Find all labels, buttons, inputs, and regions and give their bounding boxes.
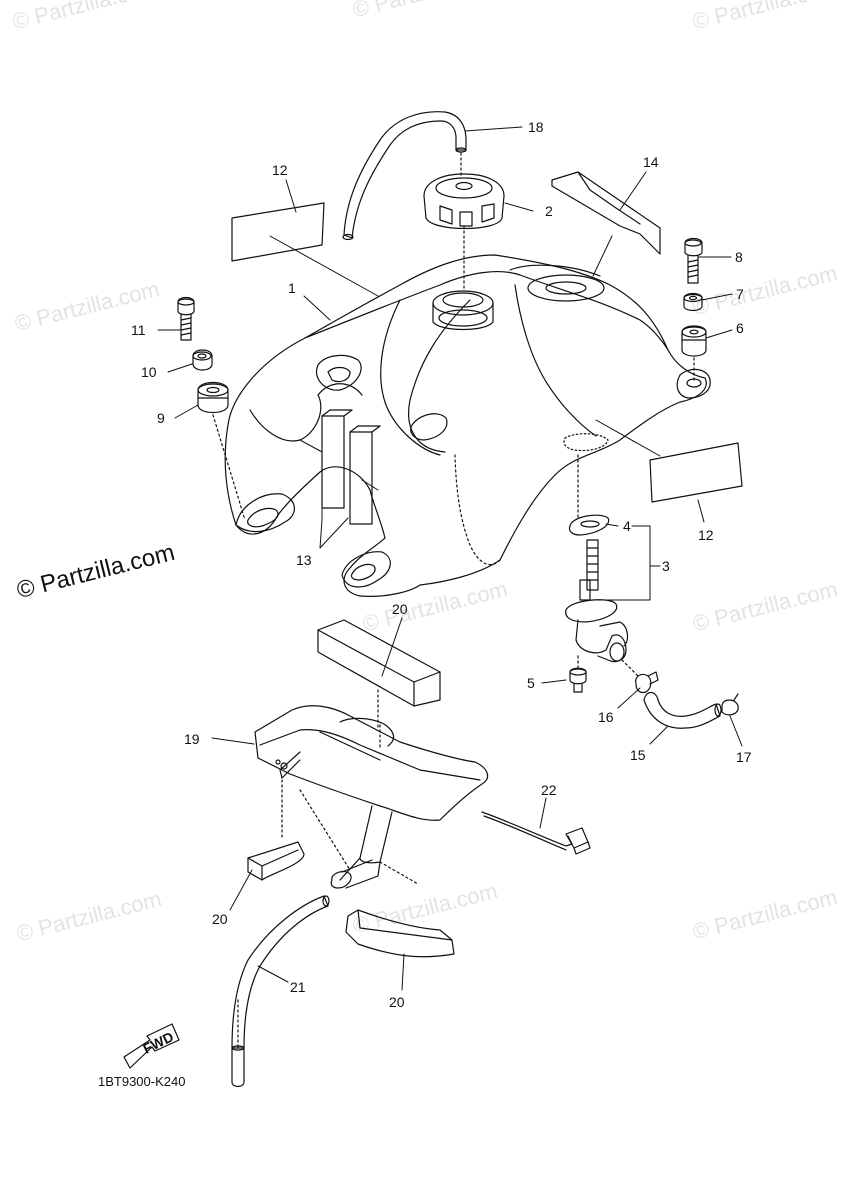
- warning-label-right: [649, 442, 743, 503]
- diagram-code: 1BT9300-K240: [98, 1074, 186, 1089]
- damper-20-left: [247, 841, 305, 881]
- tank-bracket: [254, 705, 489, 889]
- callout-12-right: 12: [698, 527, 714, 543]
- warning-label-left: [231, 202, 325, 262]
- damper-right: [681, 325, 707, 381]
- damper-left: [197, 381, 246, 521]
- tank-label-14: [551, 171, 661, 255]
- callout-16: 16: [598, 709, 614, 725]
- fuel-tank: [224, 254, 711, 597]
- callout-22: 22: [541, 782, 557, 798]
- callout-20-right: 20: [389, 994, 405, 1010]
- fuel-cock-assembly: [565, 454, 639, 693]
- callout-3: 3: [662, 558, 670, 574]
- callouts: 12 18 2 14 8 7 6 1 11 10 9 4 3 12 13 20 …: [131, 119, 752, 1010]
- callout-14: 14: [643, 154, 659, 170]
- callout-6: 6: [736, 320, 744, 336]
- filler-cap: [423, 173, 505, 291]
- hose-clip-16: [635, 671, 659, 694]
- callout-15: 15: [630, 747, 646, 763]
- fuel-hose: [643, 691, 722, 729]
- collar-left: [192, 349, 213, 371]
- damper-20-upper: [317, 619, 441, 729]
- callout-1: 1: [288, 280, 296, 296]
- fwd-label: FWD: [140, 1028, 176, 1056]
- bolt-left: [177, 296, 195, 341]
- callout-11: 11: [131, 322, 146, 338]
- callout-9: 9: [157, 410, 165, 426]
- callout-20-upper: 20: [392, 601, 408, 617]
- wire-lead-22: [481, 811, 591, 855]
- callout-2: 2: [545, 203, 553, 219]
- callout-20-left: 20: [212, 911, 228, 927]
- callout-10: 10: [141, 364, 157, 380]
- callout-21: 21: [290, 979, 306, 995]
- callout-12: 12: [272, 162, 288, 178]
- callout-7: 7: [736, 286, 744, 302]
- leader-lines: [157, 126, 743, 991]
- callout-18: 18: [528, 119, 544, 135]
- breather-hose-21: [231, 895, 330, 1088]
- callout-4: 4: [623, 518, 631, 534]
- damper-20-right: [345, 909, 455, 958]
- hose-clip-17: [721, 693, 739, 716]
- fwd-arrow-icon: FWD: [123, 1023, 180, 1069]
- callout-17: 17: [736, 749, 752, 765]
- callout-13: 13: [296, 552, 312, 568]
- collar-right: [683, 292, 703, 312]
- bolt-right: [684, 237, 703, 284]
- callout-8: 8: [735, 249, 743, 265]
- callout-5: 5: [527, 675, 535, 691]
- breather-hose: [342, 111, 467, 241]
- callout-19: 19: [184, 731, 200, 747]
